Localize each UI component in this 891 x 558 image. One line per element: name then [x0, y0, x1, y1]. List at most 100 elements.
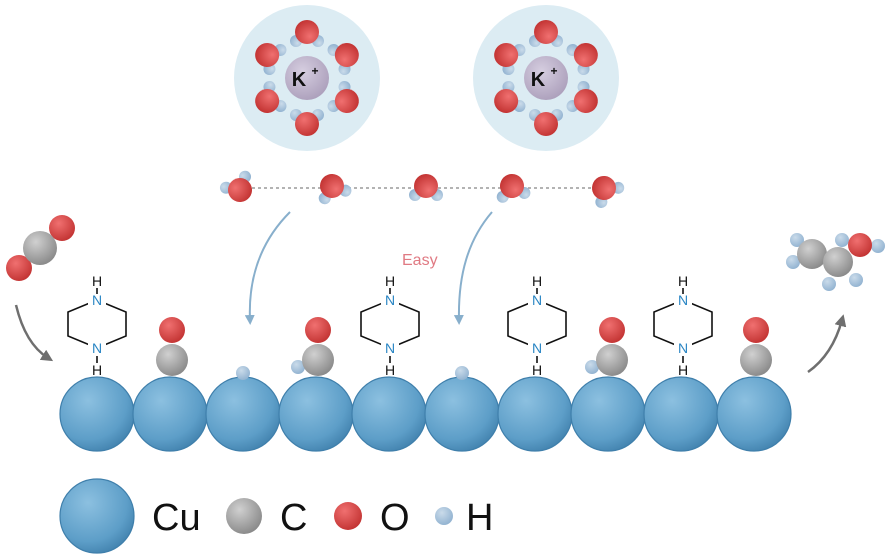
water-molecule: [255, 43, 287, 76]
hydrogen-atom: [790, 233, 804, 247]
copper-surface: [59, 376, 792, 452]
hydrogen-atom: [585, 360, 599, 374]
ion-label: K: [292, 69, 307, 91]
carbon-atom: [596, 344, 628, 376]
oxygen-atom: [494, 43, 519, 67]
water-molecule: [290, 20, 324, 47]
copper-atom: [497, 376, 573, 452]
carbon-atom: [797, 239, 827, 269]
hydrogen-label: H: [532, 362, 542, 378]
hydrogen-label: H: [92, 273, 102, 289]
oxygen-atom: [49, 215, 75, 241]
oxygen-atom: [159, 317, 185, 343]
oxygen-atom: [573, 89, 598, 113]
oxygen-atom: [743, 317, 769, 343]
legend-oxygen-swatch: [334, 502, 362, 530]
oxygen-atom: [599, 317, 625, 343]
oxygen-atom: [534, 20, 558, 44]
nitrogen-label: N: [678, 292, 688, 308]
hydrated-potassium-ion-left: K +: [234, 5, 380, 151]
copper-atom: [716, 376, 792, 452]
hydrogen-label: H: [678, 273, 688, 289]
hydrogen-atom: [822, 277, 836, 291]
hydrogen-label: H: [92, 362, 102, 378]
hydrogen-label: H: [678, 362, 688, 378]
legend-hydrogen-label: H: [466, 497, 493, 539]
label-backdrop: [674, 290, 692, 308]
adsorbed-co: [740, 317, 772, 376]
oxygen-atom: [334, 89, 359, 113]
water-molecule: [496, 174, 531, 203]
water-molecule: [566, 80, 598, 113]
water-molecule: [592, 176, 625, 208]
water-molecule: [219, 170, 252, 202]
oxygen-atom: [295, 112, 319, 136]
nitrogen-label: N: [532, 340, 542, 356]
oxygen-atom: [534, 112, 558, 136]
label-backdrop: [88, 290, 106, 308]
nitrogen-label: N: [385, 340, 395, 356]
carbon-atom: [23, 231, 57, 265]
water-molecule: [409, 174, 443, 201]
legend-carbon-label: C: [280, 497, 307, 539]
oxygen-atom: [6, 255, 32, 281]
oxygen-atom: [573, 43, 598, 67]
hydrated-potassium-ion-right: K +: [473, 5, 619, 151]
co2-in-arrow: [14, 304, 54, 362]
oxygen-atom: [334, 43, 359, 67]
oxygen-atom: [500, 174, 524, 198]
copper-atom: [205, 376, 281, 452]
legend-oxygen-label: O: [380, 497, 410, 539]
oxygen-atom: [494, 89, 519, 113]
label-backdrop: [674, 340, 692, 358]
nitrogen-label: N: [678, 340, 688, 356]
copper-atom: [59, 376, 135, 452]
oxygen-atom: [592, 176, 616, 200]
oxygen-atom: [848, 233, 872, 257]
hydrogen-label: H: [532, 273, 542, 289]
potassium-ion: [524, 56, 568, 100]
label-backdrop: [381, 290, 399, 308]
carbon-atom: [823, 247, 853, 277]
water-molecule: [494, 43, 526, 76]
adsorbed-hydrogen: [236, 366, 250, 380]
hydrogen-atom: [835, 233, 849, 247]
free-water-molecules: [219, 170, 625, 208]
hydrogen-atom: [291, 360, 305, 374]
legend-hydrogen-swatch: [435, 507, 453, 525]
water-transfer-arrow-right: [453, 211, 493, 325]
legend-copper-label: Cu: [152, 497, 201, 539]
water-molecule: [529, 20, 563, 47]
oxygen-atom: [414, 174, 438, 198]
adsorbed-co: [156, 317, 188, 376]
water-molecule: [290, 109, 324, 136]
label-backdrop: [528, 290, 546, 308]
legend: Cu C O H: [59, 478, 493, 554]
nitrogen-label: N: [92, 292, 102, 308]
legend-copper-swatch: [59, 478, 135, 554]
water-molecule: [327, 43, 359, 76]
carbon-atom: [740, 344, 772, 376]
nitrogen-label: N: [532, 292, 542, 308]
potassium-ion: [285, 56, 329, 100]
easy-label: Easy: [402, 252, 438, 269]
oxygen-atom: [255, 89, 280, 113]
water-molecule: [529, 109, 563, 136]
oxygen-atom: [255, 43, 280, 67]
product-out-arrow: [807, 314, 847, 374]
carbon-atom: [156, 344, 188, 376]
oxygen-atom: [295, 20, 319, 44]
oxygen-atom: [305, 317, 331, 343]
copper-atom: [132, 376, 208, 452]
ion-charge: +: [311, 64, 318, 78]
water-molecule: [255, 80, 287, 113]
adsorbed-co-with-hydrogen: [291, 317, 334, 376]
adsorbed-co-with-hydrogen: [585, 317, 628, 376]
legend-carbon-swatch: [226, 498, 262, 534]
hydrogen-label: H: [385, 273, 395, 289]
